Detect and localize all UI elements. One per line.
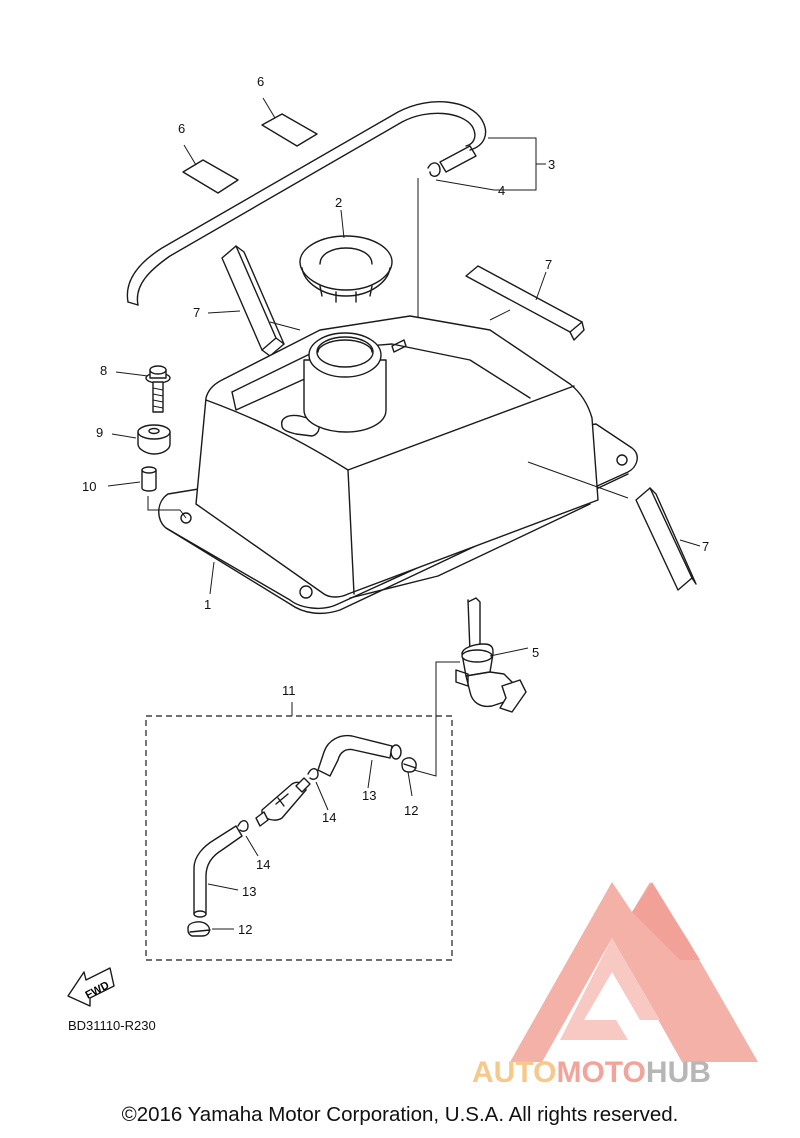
callout-5: 5	[532, 645, 540, 660]
callout-3: 3	[548, 157, 556, 172]
fuel-filter	[255, 777, 311, 827]
callout-12-upper: 12	[404, 803, 419, 818]
clip-upper	[307, 768, 319, 780]
copyright-notice: ©2016 Yamaha Motor Corporation, U.S.A. A…	[121, 1103, 679, 1126]
fuel-tank-cap	[299, 235, 393, 303]
fuel-hose-upper	[317, 734, 402, 777]
automotohub-logo	[510, 882, 758, 1062]
fuel-cock	[455, 597, 527, 713]
damper-pad-1	[182, 159, 239, 194]
callout-9: 9	[96, 425, 104, 440]
damper-pad-2	[261, 113, 318, 147]
tank-damper-right	[635, 487, 693, 591]
callout-13-lower: 13	[242, 884, 257, 899]
callout-12-lower: 12	[238, 922, 253, 937]
collar	[141, 466, 157, 492]
tank-bolt	[145, 365, 171, 413]
fwd-arrow-icon: FWD	[67, 967, 115, 1007]
fuel-hose-lower	[193, 825, 243, 918]
tank-damper-top	[465, 265, 583, 333]
diagram-reference-code: BD31110-R230	[68, 1018, 156, 1033]
callout-14-lower: 14	[256, 857, 271, 872]
hose-clip	[427, 162, 441, 177]
callout-6-left: 6	[178, 121, 186, 136]
watermark-text: AUTOMOTOHUB	[472, 1056, 711, 1090]
callout-1: 1	[204, 597, 212, 612]
breather-hose	[126, 101, 487, 303]
fuel-line-kit-box	[145, 715, 453, 961]
callout-7-left: 7	[193, 305, 201, 320]
callout-11: 11	[282, 683, 296, 698]
callout-13-upper: 13	[362, 788, 377, 803]
callout-7-top: 7	[545, 257, 553, 272]
callout-6-right: 6	[257, 74, 265, 89]
breather-hose-end	[439, 145, 477, 173]
rubber-grommet	[137, 424, 171, 455]
clip-lower	[237, 820, 249, 832]
callout-8: 8	[100, 363, 108, 378]
tank-damper-left	[221, 245, 277, 351]
watermark-hub: HUB	[645, 1056, 711, 1089]
callout-4: 4	[498, 183, 506, 198]
callout-2: 2	[335, 195, 343, 210]
hose-clamp-upper	[401, 757, 417, 773]
callout-10: 10	[82, 479, 97, 494]
fuel-tank	[158, 309, 638, 615]
callout-7-right: 7	[702, 539, 710, 554]
hose-clamp-lower	[187, 921, 211, 937]
watermark-auto: AUTO	[472, 1056, 557, 1089]
fuel-filler-neck	[303, 332, 407, 433]
callout-14-upper: 14	[322, 810, 337, 825]
watermark-moto: MOTO	[556, 1056, 646, 1089]
